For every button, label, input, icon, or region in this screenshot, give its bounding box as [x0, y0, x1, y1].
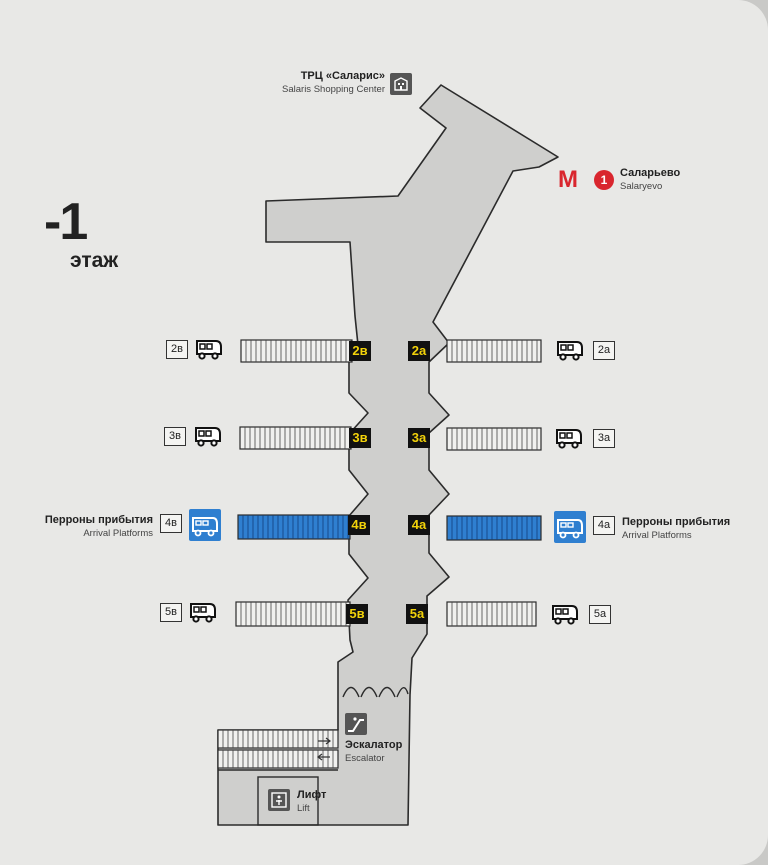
gate-4b: 4в — [348, 515, 370, 535]
gate-3b: 3в — [349, 428, 371, 448]
gate-5b: 5в — [346, 604, 368, 624]
platform-2a: 2а — [593, 341, 615, 360]
mall-name-ru: ТРЦ «Саларис» — [300, 70, 385, 82]
gate-3a: 3а — [408, 428, 430, 448]
gate-2b: 2в — [349, 341, 371, 361]
metro-station-ru: Саларьево — [620, 167, 681, 179]
lift-icon — [268, 789, 290, 811]
metro-station-en: Salaryevo — [620, 181, 663, 192]
platform-5b: 5в — [160, 603, 182, 622]
platform-4a: 4а — [593, 516, 615, 535]
floor-label: этаж — [70, 249, 119, 272]
lift-label-en: Lift — [297, 803, 310, 814]
platform-3b: 3в — [164, 427, 186, 446]
arrival-bus-icon — [189, 509, 221, 541]
bus-icon — [193, 424, 223, 448]
stair-2b — [240, 339, 353, 363]
platform-3a: 3а — [593, 429, 615, 448]
stair-4b — [237, 514, 351, 540]
lift-label-ru: Лифт — [297, 789, 327, 801]
arrival-label-ru-right: Перроны прибытия — [622, 516, 731, 528]
lift-room — [257, 776, 319, 826]
arrival-bus-icon — [554, 511, 586, 543]
platform-4b: 4в — [160, 514, 182, 533]
arrival-label-en-left: Arrival Platforms — [83, 528, 153, 539]
corridor-area — [217, 84, 559, 826]
stair-3a — [446, 427, 542, 451]
stair-4a — [446, 515, 542, 541]
arrival-label-ru-left: Перроны прибытия — [44, 514, 153, 526]
staircases — [217, 339, 542, 769]
escalator-label-en: Escalator — [345, 753, 385, 764]
metro-line-badge: 1 — [594, 170, 614, 190]
platform-5a: 5а — [589, 605, 611, 624]
platform-2b: 2в — [166, 340, 188, 359]
bus-icon — [555, 338, 585, 362]
stair-3b — [239, 426, 352, 450]
stair-2a — [446, 339, 542, 363]
bus-icon — [188, 600, 218, 624]
stair-5a — [446, 601, 537, 627]
arrival-label-en-right: Arrival Platforms — [622, 530, 692, 541]
escalator-label-ru: Эскалатор — [345, 739, 403, 751]
escalator-arrows — [317, 737, 331, 761]
bus-icon — [550, 602, 580, 626]
escalator-icon — [345, 713, 367, 735]
stair-5b — [235, 601, 351, 627]
gate-2a: 2а — [408, 341, 430, 361]
mall-name-en: Salaris Shopping Center — [282, 84, 385, 95]
floor-number: -1 — [44, 193, 88, 251]
metro-logo-icon: М — [558, 166, 578, 193]
gate-4a: 4а — [408, 515, 430, 535]
gate-5a: 5а — [406, 604, 428, 624]
building-icon — [390, 73, 412, 95]
entrance-arches — [342, 686, 409, 698]
bus-icon — [554, 426, 584, 450]
bus-icon — [194, 337, 224, 361]
